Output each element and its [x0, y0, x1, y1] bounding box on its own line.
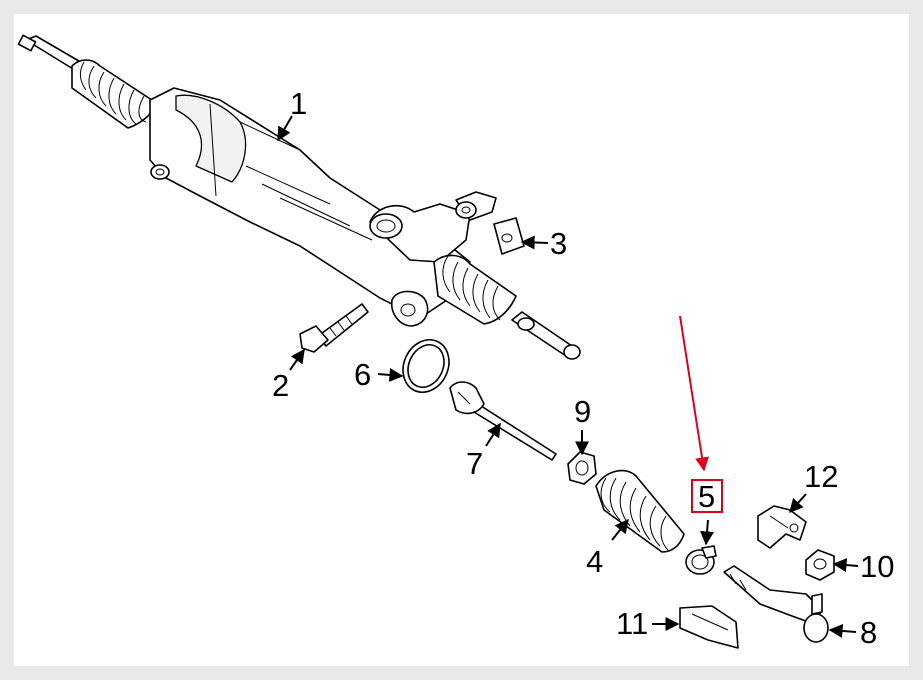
callout-9: 9 — [574, 394, 591, 429]
mount-bolt — [299, 303, 369, 353]
highlight-pointer — [679, 315, 709, 472]
callout-8: 8 — [860, 615, 877, 650]
rack-boot — [595, 469, 685, 553]
callout-5-highlight-box — [691, 479, 723, 513]
callout-7: 7 — [466, 446, 483, 481]
callout-labels: 1 2 3 4 5 6 7 8 9 10 11 12 — [272, 86, 894, 650]
callout-12: 12 — [804, 459, 838, 494]
callout-2: 2 — [272, 368, 289, 403]
retaining-clip — [757, 505, 807, 549]
protective-cover — [679, 605, 739, 649]
seal-ring — [402, 339, 450, 393]
callout-5: 5 — [698, 479, 715, 514]
callout-1: 1 — [290, 86, 307, 121]
callout-11: 11 — [616, 606, 648, 641]
mount-insulator — [493, 217, 525, 255]
inner-tie-rod — [449, 381, 557, 461]
callout-10: 10 — [860, 549, 894, 584]
steering-gear-exploded-view: 1 2 3 4 5 6 7 8 9 10 11 12 — [17, 34, 894, 650]
callout-4: 4 — [586, 544, 603, 579]
steering-rack-assembly — [17, 34, 581, 360]
boot-clamp — [685, 545, 717, 575]
tie-rod-nut — [805, 549, 835, 581]
outer-tie-rod-end — [723, 565, 829, 643]
parts-diagram-canvas: 1 2 3 4 5 6 7 8 9 10 11 12 — [14, 14, 909, 666]
leader-lines — [277, 115, 859, 638]
callout-6: 6 — [354, 357, 371, 392]
jam-nut — [567, 451, 597, 485]
callout-3: 3 — [550, 226, 567, 261]
